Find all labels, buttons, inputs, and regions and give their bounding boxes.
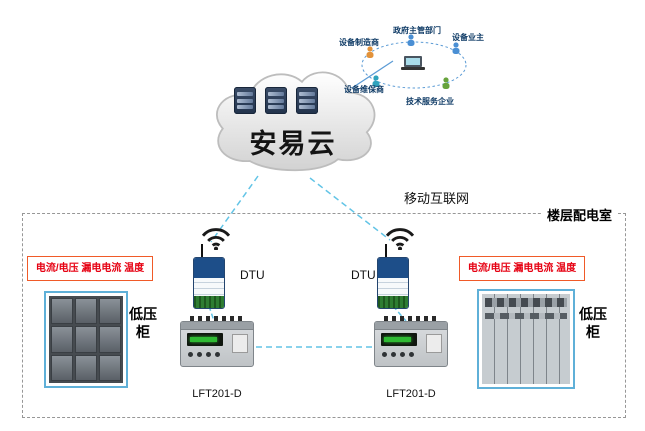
wifi-icon — [385, 228, 415, 250]
link-cloud-dtu-right — [309, 177, 391, 241]
cabinet-right-label: 低压柜 — [579, 306, 607, 341]
meter-buttons — [188, 352, 220, 357]
cabinet-left-label: 低压柜 — [129, 306, 157, 341]
meter-display — [187, 333, 223, 346]
link-cloud-dtu-left — [210, 175, 259, 243]
person-icon — [366, 46, 374, 58]
meter-device-right — [374, 316, 448, 367]
dtu-left-label: DTU — [240, 268, 265, 282]
cloud-name: 安易云 — [249, 129, 337, 159]
dtu-device-left — [193, 224, 235, 312]
room-boundary: 楼层配电室 — [22, 205, 626, 418]
link-cloud-stakeholders — [351, 60, 394, 89]
meter-left-label: LFT201-D — [192, 388, 242, 400]
person-icon — [442, 77, 450, 89]
laptop-icon — [401, 56, 425, 70]
antenna — [385, 244, 387, 258]
meter-sticker — [426, 334, 442, 353]
cabinet-right-body — [482, 294, 570, 384]
cloud-platform: 安易云 — [203, 58, 383, 183]
person-icon — [372, 75, 380, 87]
stakeholder-owner: 设备业主 — [452, 33, 484, 42]
meter-terminals — [384, 316, 438, 322]
stakeholder-manufacturer: 设备制造商 — [339, 38, 379, 47]
person-icon — [452, 42, 460, 54]
dtu-device-right — [377, 224, 419, 312]
room-title: 楼层配电室 — [541, 205, 617, 224]
meter-terminals — [190, 316, 244, 322]
wifi-icon — [201, 228, 231, 250]
stakeholder-government: 政府主管部门 — [393, 26, 441, 35]
sensor-params-left: 电流/电压 漏电电流 温度 — [27, 256, 153, 281]
cloud-servers — [234, 87, 318, 114]
meter-sticker — [232, 334, 248, 353]
antenna — [201, 244, 203, 258]
sensor-params-right: 电流/电压 漏电电流 温度 — [459, 256, 585, 281]
cabinet-left-body — [49, 296, 123, 383]
cabinet-left-photo — [44, 291, 128, 388]
dtu-body — [377, 257, 409, 309]
stakeholder-tech-service: 技术服务企业 — [406, 97, 454, 106]
cloud-shape — [216, 71, 376, 172]
person-icon — [407, 34, 415, 46]
cabinet-right-photo — [477, 289, 575, 389]
meter-device-left — [180, 316, 254, 367]
mobile-internet-label: 移动互联网 — [404, 191, 470, 206]
stakeholder-maintenance: 设备维保商 — [344, 85, 384, 94]
meter-display — [381, 333, 417, 346]
server-icon — [234, 87, 256, 114]
meter-buttons — [382, 352, 414, 357]
stakeholder-graphic — [361, 34, 467, 89]
server-icon — [296, 87, 318, 114]
dtu-right-label: DTU — [351, 268, 376, 282]
stakeholder-network: 设备制造商 政府主管部门 设备业主 设备维保商 技术服务企业 — [336, 20, 498, 114]
dtu-body — [193, 257, 225, 309]
server-icon — [265, 87, 287, 114]
meter-right-label: LFT201-D — [386, 388, 436, 400]
